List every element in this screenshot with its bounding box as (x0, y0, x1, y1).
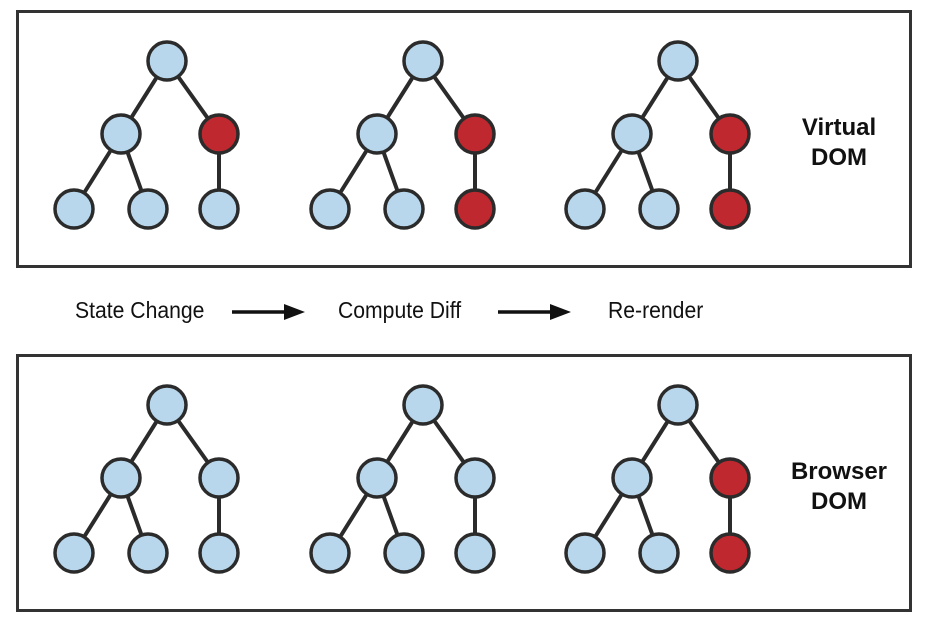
tree-node (454, 457, 496, 499)
tree-node (611, 457, 653, 499)
tree-node (309, 532, 351, 574)
browser-dom-tree-3 (564, 384, 751, 574)
tree-node-changed (709, 113, 751, 155)
browser-dom-label: Browser DOM (784, 457, 894, 517)
tree-node-changed (454, 113, 496, 155)
virtual-dom-panel: Virtual DOM (16, 10, 912, 268)
step-compute-diff: Compute Diff (338, 297, 462, 323)
tree-node (198, 188, 240, 230)
tree-node (402, 40, 444, 82)
tree-node (100, 113, 142, 155)
tree-node (146, 384, 188, 426)
tree-node (402, 384, 444, 426)
tree-node (198, 457, 240, 499)
tree-node (564, 532, 606, 574)
browser-dom-label-line2: DOM (811, 488, 867, 515)
tree-node (309, 188, 351, 230)
tree-node (564, 188, 606, 230)
tree-node (356, 113, 398, 155)
tree-node-changed (198, 113, 240, 155)
tree-node-changed (454, 188, 496, 230)
tree-node (100, 457, 142, 499)
tree-node-changed (709, 532, 751, 574)
tree-node (638, 188, 680, 230)
tree-node (383, 532, 425, 574)
arrow-right-icon (498, 304, 571, 320)
browser-dom-tree-2 (309, 384, 496, 574)
virtual-dom-tree-2 (309, 40, 496, 230)
tree-node (53, 532, 95, 574)
tree-node-changed (709, 457, 751, 499)
tree-node (53, 188, 95, 230)
step-re-render: Re-render (608, 297, 704, 323)
browser-dom-label-line1: Browser (790, 458, 888, 485)
virtual-dom-label-line2: DOM (811, 144, 867, 171)
step-state-change: State Change (75, 297, 205, 323)
virtual-dom-tree-3 (564, 40, 751, 230)
tree-node (611, 113, 653, 155)
tree-node (383, 188, 425, 230)
tree-node (454, 532, 496, 574)
browser-dom-panel: Browser DOM (16, 354, 912, 612)
tree-node (657, 384, 699, 426)
tree-node-changed (709, 188, 751, 230)
virtual-dom-label-line1: Virtual (801, 114, 877, 141)
virtual-dom-label: Virtual DOM (784, 113, 894, 173)
virtual-dom-tree-1 (53, 40, 240, 230)
tree-node (356, 457, 398, 499)
browser-dom-trees (53, 384, 751, 574)
arrow-right-icon (232, 304, 305, 320)
tree-node (146, 40, 188, 82)
browser-dom-tree-1 (53, 384, 240, 574)
virtual-dom-trees (53, 40, 751, 230)
tree-node (127, 188, 169, 230)
tree-node (657, 40, 699, 82)
tree-node (198, 532, 240, 574)
tree-node (638, 532, 680, 574)
tree-node (127, 532, 169, 574)
